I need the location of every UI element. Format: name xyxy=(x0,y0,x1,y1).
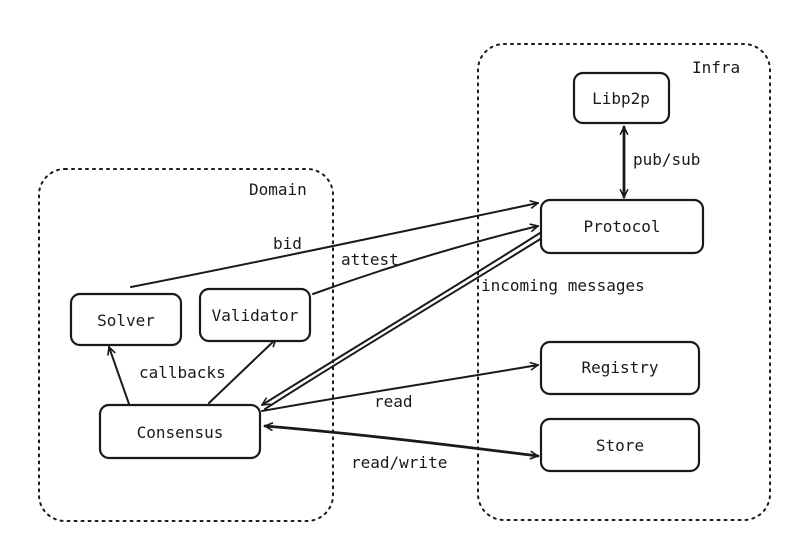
edge-incoming-messages[interactable]: incoming messages xyxy=(261,232,645,410)
node-protocol[interactable]: Protocol xyxy=(539,198,705,255)
node-solver[interactable]: Solver xyxy=(69,292,183,347)
edge-attest[interactable]: attest xyxy=(312,223,539,295)
node-label-libp2p: Libp2p xyxy=(592,89,650,108)
edge-pub-sub[interactable]: pub/sub xyxy=(619,125,700,199)
node-label-protocol: Protocol xyxy=(583,217,660,236)
edge-label-pub-sub: pub/sub xyxy=(633,150,700,169)
edge-label-attest: attest xyxy=(341,250,399,269)
edge-bid[interactable]: bid xyxy=(130,200,539,288)
node-label-solver: Solver xyxy=(97,311,155,330)
domain-group: Domain xyxy=(38,168,334,522)
edge-label-read-write: read/write xyxy=(351,453,447,472)
node-registry[interactable]: Registry xyxy=(539,340,701,396)
edge-label-incoming-messages: incoming messages xyxy=(481,276,645,295)
node-label-registry: Registry xyxy=(581,358,658,377)
node-label-validator: Validator xyxy=(212,306,299,325)
edge-label-bid: bid xyxy=(273,234,302,253)
edge-read-write[interactable]: read/write xyxy=(263,422,540,472)
edge-callbacks[interactable]: callbacks xyxy=(107,338,277,405)
edge-label-read: read xyxy=(374,392,413,411)
edge-read[interactable]: read xyxy=(261,361,539,412)
edge-label-callbacks: callbacks xyxy=(139,363,226,382)
node-label-store: Store xyxy=(596,436,644,455)
infra-group-label: Infra xyxy=(692,58,740,77)
node-store[interactable]: Store xyxy=(539,417,701,473)
node-consensus[interactable]: Consensus xyxy=(98,403,262,460)
domain-group-label: Domain xyxy=(249,180,307,199)
infra-group: Infra xyxy=(477,43,771,521)
node-validator[interactable]: Validator xyxy=(198,287,312,343)
node-label-consensus: Consensus xyxy=(137,423,224,442)
node-libp2p[interactable]: Libp2p xyxy=(572,71,671,125)
